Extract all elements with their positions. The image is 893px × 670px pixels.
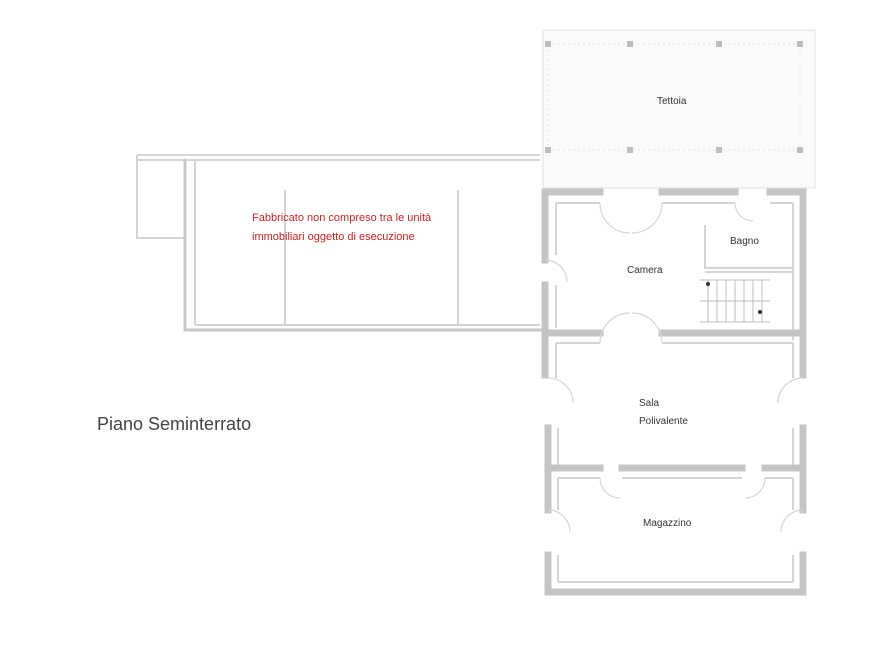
pillar bbox=[716, 147, 722, 153]
pillar bbox=[716, 41, 722, 47]
pillar bbox=[797, 147, 803, 153]
staircase bbox=[700, 279, 770, 323]
excluded-note-line2: immobiliari oggetto di esecuzione bbox=[252, 231, 415, 243]
stair-arrow-start-icon bbox=[706, 282, 710, 286]
pillar bbox=[627, 41, 633, 47]
pillar bbox=[545, 41, 551, 47]
room-label-camera: Camera bbox=[627, 265, 663, 276]
room-label-tettoia: Tettoia bbox=[657, 96, 687, 107]
room-label-sala-line1: Sala bbox=[639, 398, 659, 409]
pillar bbox=[797, 41, 803, 47]
stair-arrow-end-icon bbox=[758, 310, 762, 314]
door-swings bbox=[544, 202, 804, 533]
floor-label: Piano Seminterrato bbox=[97, 414, 251, 434]
room-label-sala-line2: Polivalente bbox=[639, 416, 688, 427]
tettoia-area bbox=[542, 29, 816, 189]
main-building-walls bbox=[541, 188, 807, 596]
room-label-bagno: Bagno bbox=[730, 236, 759, 247]
pillar bbox=[545, 147, 551, 153]
excluded-building bbox=[136, 154, 542, 332]
tettoia-pillars bbox=[545, 41, 803, 153]
pillar bbox=[627, 147, 633, 153]
excluded-note-line1: Fabbricato non compreso tra le unità bbox=[252, 212, 432, 224]
room-label-magazzino: Magazzino bbox=[643, 518, 692, 529]
